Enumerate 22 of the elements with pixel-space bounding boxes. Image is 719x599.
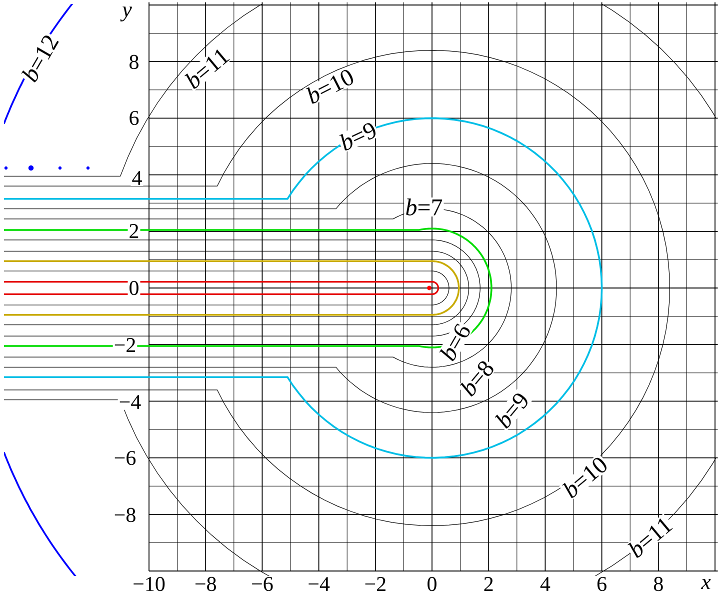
tick-label: −8 xyxy=(193,576,218,592)
tick-label: 4 xyxy=(130,170,144,186)
axis-label: x xyxy=(700,578,712,590)
tick-label: −4 xyxy=(118,394,142,410)
contour-label: b=7 xyxy=(404,198,444,216)
tick-label: −10 xyxy=(132,576,166,592)
tick-label: 0 xyxy=(128,280,140,296)
tick-label: 8 xyxy=(128,54,140,70)
tick-label: −4 xyxy=(306,576,331,592)
tick-label: 2 xyxy=(482,576,495,592)
tick-label: 4 xyxy=(538,576,552,592)
tick-label: 2 xyxy=(128,223,140,239)
tick-label: −6 xyxy=(112,450,138,466)
tick-label: −2 xyxy=(112,337,138,353)
tick-label: −8 xyxy=(112,506,138,524)
axis-label: y xyxy=(120,6,133,22)
tick-label: 6 xyxy=(596,576,608,592)
tick-label: −6 xyxy=(250,576,274,592)
tick-label: −2 xyxy=(363,576,388,592)
tick-label: 8 xyxy=(652,576,665,592)
tick-label: 0 xyxy=(426,576,438,592)
tick-label: 6 xyxy=(128,110,140,126)
